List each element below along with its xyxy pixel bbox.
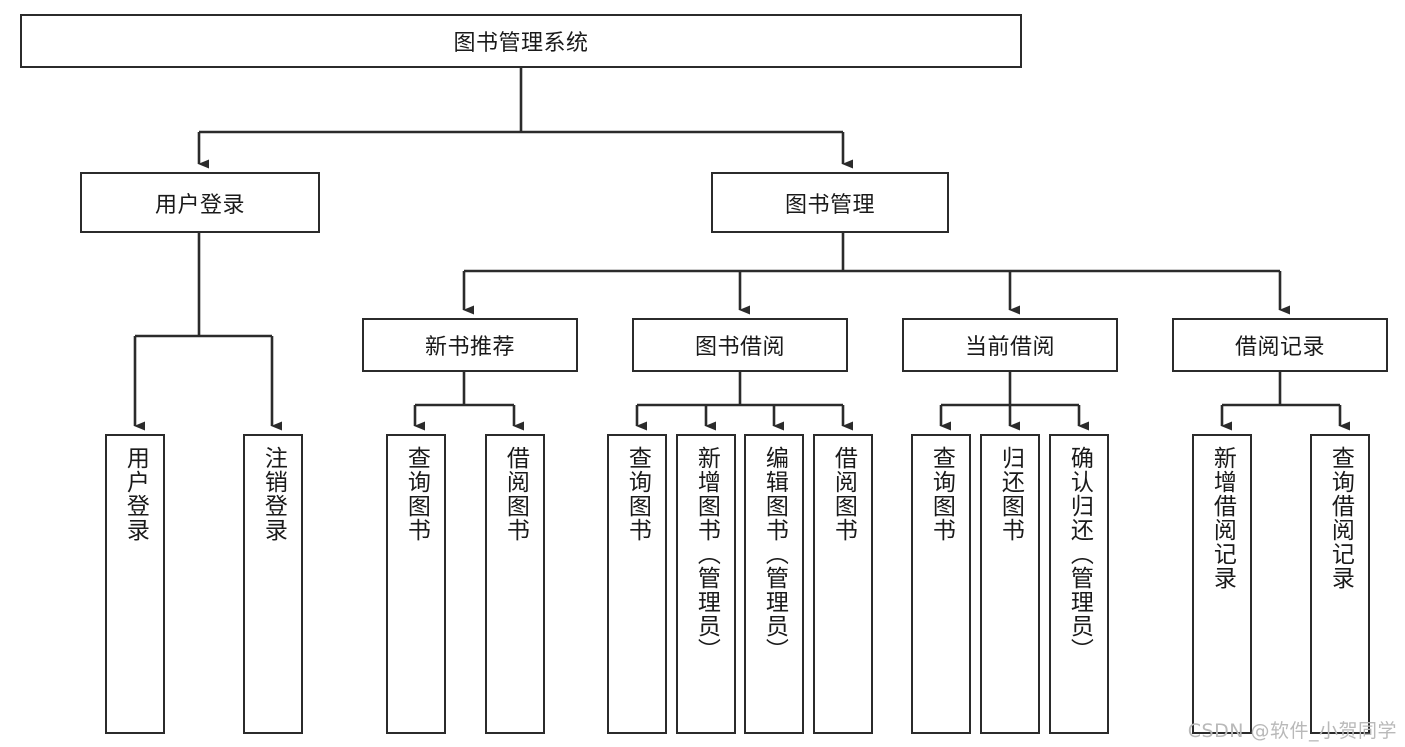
node-new-book-recommend[interactable]: 新书推荐	[362, 318, 578, 372]
leaf-user-login-login[interactable]: 用户登录	[105, 434, 165, 734]
node-current-borrow[interactable]: 当前借阅	[902, 318, 1118, 372]
leaf-book-borrow-edit[interactable]: 编辑图书（管理员）	[744, 434, 804, 734]
node-label: 图书管理	[784, 192, 875, 218]
node-user-login[interactable]: 用户登录	[80, 172, 320, 233]
leaf-current-borrow-return[interactable]: 归还图书	[980, 434, 1040, 734]
node-label: 查询图书	[928, 446, 955, 542]
node-label: 查询图书	[403, 446, 430, 542]
node-label: 新增图书（管理员）	[693, 446, 720, 662]
node-label: 图书管理系统	[453, 31, 589, 56]
node-label: 图书借阅	[694, 335, 785, 360]
leaf-book-borrow-add[interactable]: 新增图书（管理员）	[676, 434, 736, 734]
leaf-book-borrow-borrow[interactable]: 借阅图书	[813, 434, 873, 734]
node-label: 借阅图书	[830, 446, 857, 542]
node-label: 借阅图书	[502, 446, 529, 542]
node-label: 新书推荐	[424, 335, 515, 360]
leaf-new-book-query[interactable]: 查询图书	[386, 434, 446, 734]
leaf-current-borrow-confirm-return[interactable]: 确认归还（管理员）	[1049, 434, 1109, 734]
leaf-new-book-borrow[interactable]: 借阅图书	[485, 434, 545, 734]
leaf-current-borrow-query[interactable]: 查询图书	[911, 434, 971, 734]
leaf-book-borrow-query[interactable]: 查询图书	[607, 434, 667, 734]
node-label: 新增借阅记录	[1209, 446, 1236, 590]
leaf-user-login-logout[interactable]: 注销登录	[243, 434, 303, 734]
node-label: 查询借阅记录	[1327, 446, 1354, 590]
node-label: 查询图书	[624, 446, 651, 542]
leaf-borrow-record-add[interactable]: 新增借阅记录	[1192, 434, 1252, 734]
node-borrow-record[interactable]: 借阅记录	[1172, 318, 1388, 372]
node-label: 注销登录	[260, 446, 287, 542]
node-book-borrow[interactable]: 图书借阅	[632, 318, 848, 372]
node-label: 确认归还（管理员）	[1066, 446, 1093, 662]
node-label: 借阅记录	[1234, 335, 1325, 360]
node-root-system[interactable]: 图书管理系统	[20, 14, 1022, 68]
node-label: 用户登录	[122, 446, 149, 542]
node-label: 用户登录	[154, 192, 245, 218]
node-label: 编辑图书（管理员）	[761, 446, 788, 662]
node-book-management[interactable]: 图书管理	[711, 172, 949, 233]
leaf-borrow-record-query[interactable]: 查询借阅记录	[1310, 434, 1370, 734]
node-label: 归还图书	[997, 446, 1024, 542]
node-label: 当前借阅	[964, 335, 1055, 360]
